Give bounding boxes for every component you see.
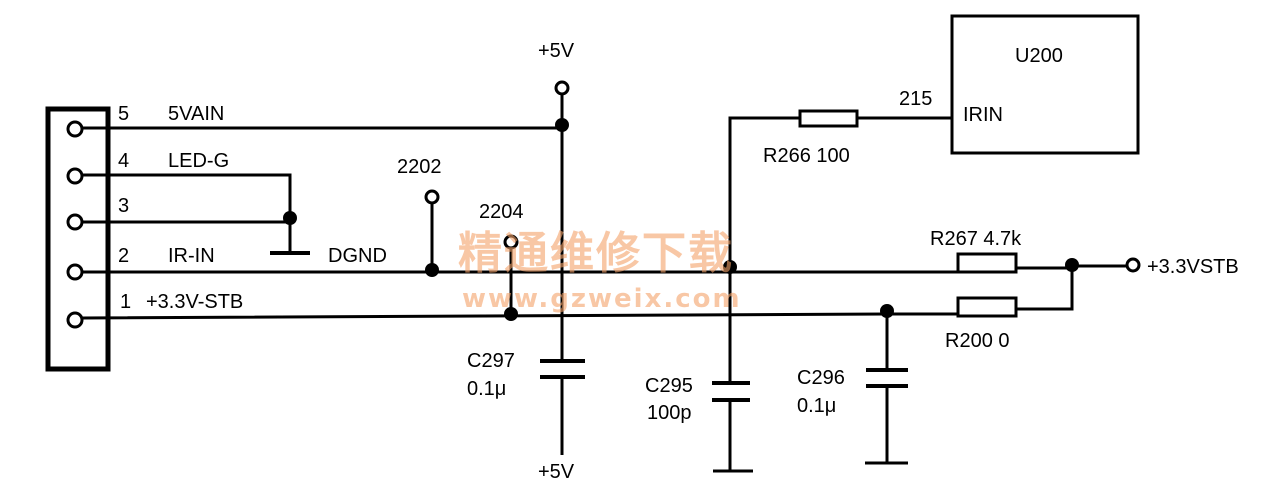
r267-label: R267 4.7k [930,228,1022,250]
pin-4-label: LED-G [168,150,229,172]
watermark-url: www.gzweix.com [462,284,742,314]
watermark-cn: 精通维修下载 [458,228,734,279]
connector-body [45,106,111,372]
c295-value: 100p [647,402,692,424]
c295-ref: C295 [645,375,693,397]
resistor-r266 [798,109,859,128]
r200-label: R200 0 [945,330,1010,352]
ic-pin-number: 215 [899,88,932,110]
terminal-3v3stb [1125,257,1141,273]
test-point-2204 [503,234,519,250]
c297-ref: C297 [467,350,515,372]
supply-3v3stb-label: +3.3VSTB [1147,256,1239,278]
c297-value: 0.1μ [467,378,506,400]
c296-ref: C296 [797,367,845,389]
ic-u200 [950,14,1140,155]
c296-value: 0.1μ [797,395,836,417]
ic-pin-name: IRIN [963,104,1003,126]
ic-name: U200 [1015,45,1063,67]
test-point-2204-label: 2204 [479,201,524,223]
terminal-5v [554,80,570,96]
capacitor-plates [540,359,908,402]
supply-5v-bottom-label: +5V [538,461,575,483]
pin-1-number: 1 [120,291,131,313]
resistor-r200 [956,296,1018,318]
pin-4-number: 4 [118,150,129,172]
test-point-2202-label: 2202 [397,156,442,178]
pin-2-label: IR-IN [168,245,215,267]
pin-5-label: 5VAIN [168,103,224,125]
junction-dots [283,118,1079,321]
connector-pins [66,120,84,329]
wires [81,95,1126,473]
supply-5v-top-label: +5V [538,40,575,62]
r266-label: R266 100 [763,145,850,167]
dgnd-label: DGND [328,245,387,267]
pin-1-label: +3.3V-STB [146,291,243,313]
resistor-r267 [956,252,1018,274]
pin-5-number: 5 [118,103,129,125]
pin-3-number: 3 [118,195,129,217]
pin-2-number: 2 [118,245,129,267]
test-point-2202 [424,189,440,205]
